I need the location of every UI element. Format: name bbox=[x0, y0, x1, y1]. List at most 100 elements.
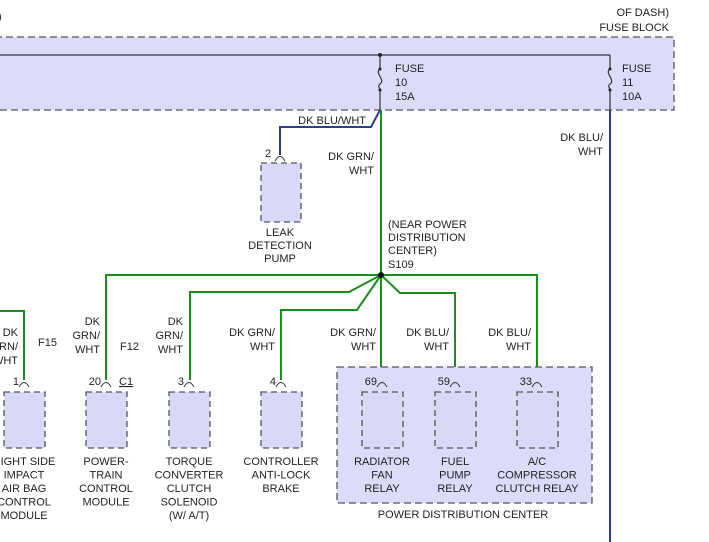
connector-icon bbox=[18, 382, 30, 388]
fuse-icon bbox=[607, 55, 613, 110]
wire-color-label: WHT bbox=[158, 344, 183, 356]
connector-icon bbox=[449, 382, 461, 388]
connector-id: F12 bbox=[120, 341, 139, 353]
splice-s109 bbox=[378, 272, 384, 278]
pdc-label: POWER DISTRIBUTION CENTER bbox=[378, 509, 549, 521]
component-label: MODULE bbox=[82, 497, 129, 509]
component-label: CLUTCH RELAY bbox=[496, 483, 580, 495]
fuse-icon bbox=[377, 55, 383, 110]
wire-color-label: DK bbox=[168, 316, 184, 328]
wire-color-label: DK BLU/ bbox=[406, 327, 450, 339]
component-label: FAN bbox=[371, 470, 392, 482]
leak-pump-label-3: PUMP bbox=[264, 253, 296, 265]
connector-icon bbox=[531, 382, 543, 388]
fuse-11: FUSE 11 10A bbox=[607, 55, 651, 110]
fuse-11-label: FUSE bbox=[622, 63, 651, 75]
fuse-terminal bbox=[378, 88, 382, 92]
component-label: PUMP bbox=[439, 470, 471, 482]
pin-number: 1 bbox=[13, 376, 19, 388]
abs-controller-box bbox=[260, 391, 303, 449]
wire-color-label: WHT bbox=[351, 341, 376, 353]
leak-detection-pump bbox=[260, 162, 302, 223]
wire-color-label: DK bbox=[85, 316, 101, 328]
connector-icon bbox=[183, 382, 195, 388]
fuse-10-number: 10 bbox=[395, 77, 407, 89]
component-label: A/C bbox=[528, 456, 546, 468]
wire-label-main-feed-1: DK GRN/ bbox=[328, 151, 375, 163]
wire-branch-abs bbox=[280, 274, 382, 380]
pin-number: 59 bbox=[438, 376, 450, 388]
wire-color-label: WHT bbox=[0, 355, 18, 367]
component-label: BRAKE bbox=[262, 483, 299, 495]
component-label: MODULE bbox=[0, 510, 47, 522]
leak-pump-pin: 2 bbox=[265, 148, 271, 160]
fuse-block-title-line1: OF DASH) bbox=[616, 7, 669, 19]
wire-color-label: GRN/ bbox=[0, 341, 19, 353]
pin-number: 3 bbox=[178, 376, 184, 388]
component-label: CONTROL bbox=[0, 497, 51, 509]
wire-leak-feed bbox=[279, 109, 381, 155]
leak-pump-label-2: DETECTION bbox=[248, 240, 312, 252]
splice-label-2: DISTRIBUTION bbox=[388, 232, 466, 244]
wire-branch-fuel bbox=[380, 274, 456, 380]
wire-color-label: DK bbox=[3, 327, 19, 339]
wire-label-leak-feed: DK BLU/WHT bbox=[298, 115, 366, 127]
radiator-fan-relay-box bbox=[361, 391, 404, 449]
wire-branch-ac bbox=[381, 274, 538, 380]
connector-icon bbox=[100, 382, 112, 388]
pcm-box bbox=[85, 391, 128, 449]
pin-number: 69 bbox=[365, 376, 377, 388]
wire-label-fuse11-2: WHT bbox=[578, 146, 603, 158]
pin-number: 33 bbox=[520, 376, 532, 388]
wire-color-label: WHT bbox=[250, 341, 275, 353]
component-label: AIR BAG bbox=[2, 483, 47, 495]
pin-number: 20 bbox=[89, 376, 101, 388]
fuse-10-rating: 15A bbox=[395, 91, 415, 103]
fuse-11-number: 11 bbox=[622, 77, 633, 89]
component-label: RELAY bbox=[437, 483, 473, 495]
connector-id: F15 bbox=[38, 337, 57, 349]
fuse-block-title-line2: FUSE BLOCK bbox=[599, 22, 669, 34]
fuse-terminal bbox=[608, 88, 612, 92]
component-label: TORQUE bbox=[166, 456, 213, 468]
wire-label-main-feed-2: WHT bbox=[349, 165, 374, 177]
fuse-block-left-fragment: ) bbox=[0, 11, 2, 23]
component-label: POWER- bbox=[83, 456, 129, 468]
component-label: ANTI-LOCK bbox=[252, 470, 311, 482]
splice-id: S109 bbox=[388, 259, 414, 271]
tcc-solenoid-box bbox=[168, 391, 211, 449]
component-label: CLUTCH bbox=[167, 483, 212, 495]
pin-number: 4 bbox=[270, 376, 276, 388]
wire-label-fuse11-1: DK BLU/ bbox=[560, 132, 604, 144]
fuel-pump-relay-box bbox=[434, 391, 477, 449]
component-label: FUEL bbox=[441, 456, 469, 468]
connector-icon bbox=[376, 382, 388, 388]
component-label: IMPACT bbox=[4, 470, 45, 482]
fuse-block bbox=[0, 36, 675, 111]
component-label: CONTROL bbox=[79, 483, 133, 495]
component-label: COMPRESSOR bbox=[497, 470, 577, 482]
component-label: RELAY bbox=[364, 483, 400, 495]
component-label: (W/ A/T) bbox=[169, 510, 209, 522]
connector-icon bbox=[275, 382, 287, 388]
wire-color-label: DK GRN/ bbox=[330, 327, 377, 339]
splice-label-3: CENTER) bbox=[388, 245, 437, 257]
wire-color-label: WHT bbox=[506, 341, 531, 353]
fuse-10: FUSE 10 15A bbox=[377, 55, 424, 110]
component-label: RADIATOR bbox=[354, 456, 410, 468]
component-label: RIGHT SIDE bbox=[0, 456, 55, 468]
ac-clutch-relay-box bbox=[516, 391, 559, 449]
wire-branch-pcm bbox=[105, 274, 381, 380]
connector-icon bbox=[274, 156, 286, 162]
wire-branch-airbag bbox=[0, 310, 25, 380]
wire-color-label: DK GRN/ bbox=[229, 327, 276, 339]
